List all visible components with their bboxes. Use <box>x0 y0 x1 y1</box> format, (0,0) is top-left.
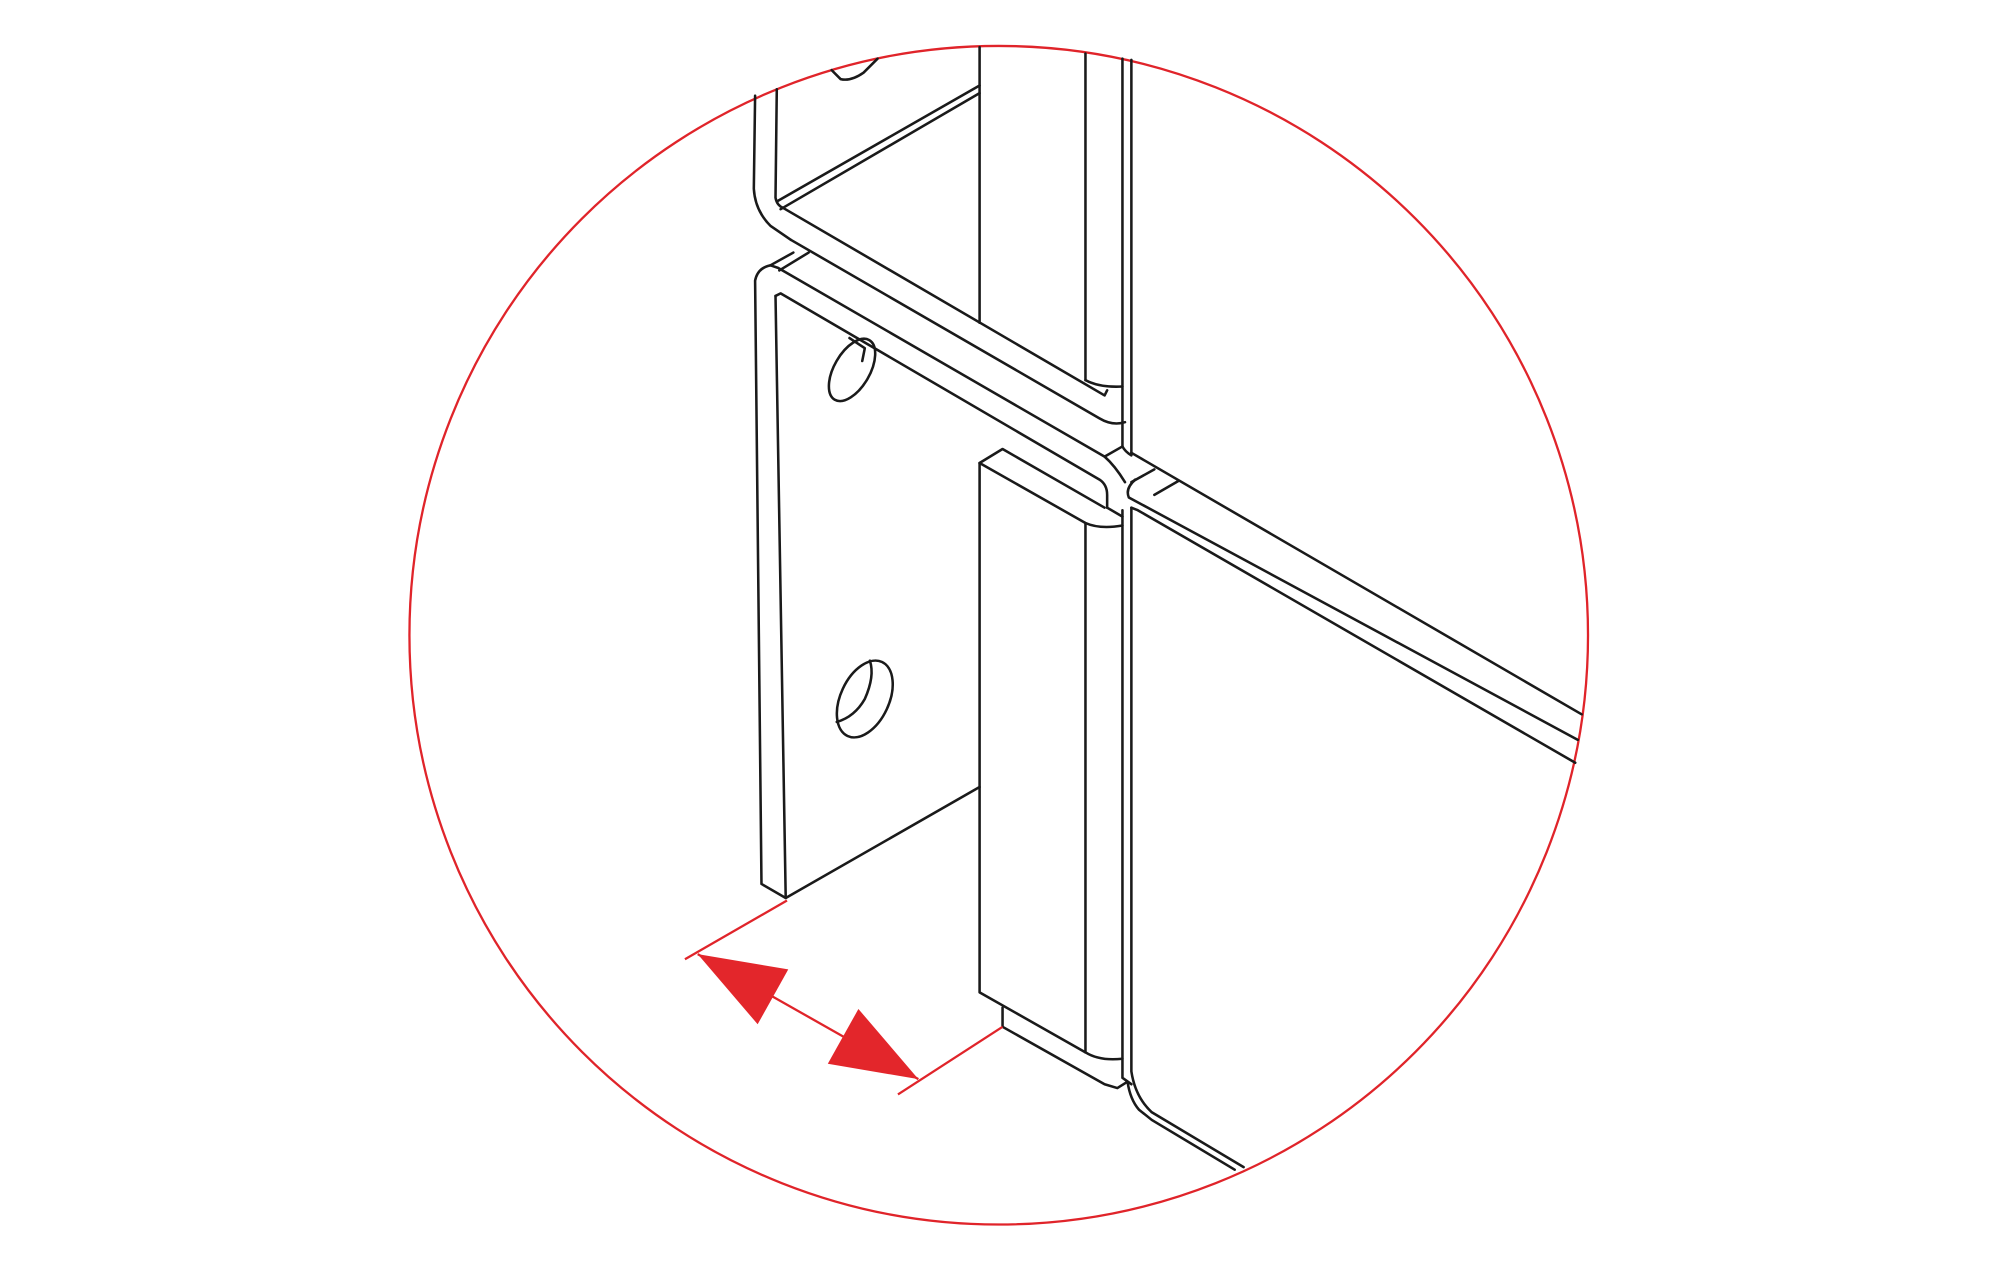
dimension-arrow <box>684 899 1004 1096</box>
upper-plate <box>752 57 1127 425</box>
lower-left-plate <box>753 251 1127 900</box>
bolt-hole <box>827 337 877 403</box>
arrowhead-left <box>697 954 789 1025</box>
bolt-hole <box>835 659 894 739</box>
arrowhead-right <box>827 1008 919 1080</box>
middle-plate <box>978 447 1133 1090</box>
detail-circle <box>408 44 1590 1226</box>
right-plate <box>1126 451 1583 1171</box>
